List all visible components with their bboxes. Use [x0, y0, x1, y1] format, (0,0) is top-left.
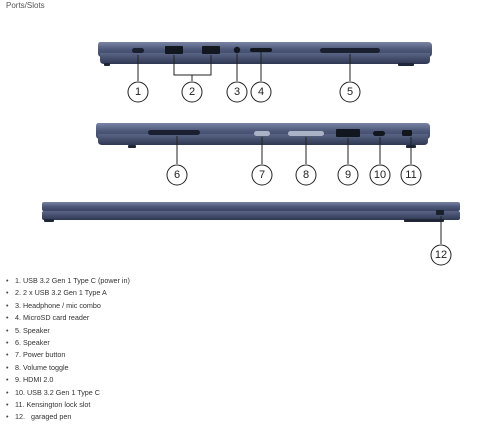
callout-10: 10 [374, 169, 386, 181]
callout-6: 6 [174, 169, 180, 181]
bullet-icon: • [6, 399, 9, 409]
hdmi-port-icon [336, 129, 360, 137]
right-side-view [96, 123, 430, 148]
kensington-lock-icon [402, 130, 412, 136]
usb-c-port-icon [132, 48, 144, 53]
volume-toggle-icon [288, 131, 324, 136]
legend-item: •3. Headphone / mic combo [6, 300, 130, 312]
headphone-jack-icon [233, 46, 241, 54]
bullet-icon: • [6, 337, 9, 347]
bullet-icon: • [6, 375, 9, 385]
legend-item: •10. USB 3.2 Gen 1 Type C [6, 387, 130, 399]
bullet-icon: • [6, 276, 9, 285]
usb-c-port-icon [373, 131, 385, 136]
bullet-icon: • [6, 362, 9, 372]
bullet-icon: • [6, 412, 9, 422]
bullet-icon: • [6, 350, 9, 360]
front-view [42, 202, 460, 222]
callout-7: 7 [259, 169, 265, 181]
callout-12: 12 [435, 249, 447, 261]
callout-11: 11 [405, 169, 416, 181]
power-button-icon [254, 131, 270, 136]
speaker-grille-icon [148, 130, 200, 135]
bullet-icon: • [6, 325, 9, 335]
callout-3: 3 [234, 86, 240, 98]
callout-8: 8 [303, 169, 309, 181]
page-title: Ports/Slots [6, 1, 45, 10]
callout-2: 2 [189, 86, 195, 98]
usb-a-port-icon-2 [202, 46, 220, 54]
bullet-icon: • [6, 313, 9, 323]
leader-lines [137, 52, 442, 244]
legend-item: •4. MicroSD card reader [6, 312, 130, 324]
callout-4: 4 [258, 86, 264, 98]
legend-item: •6. Speaker [6, 337, 130, 349]
callout-9: 9 [345, 169, 351, 181]
legend-item: •12. garaged pen [6, 411, 130, 423]
bullet-icon: • [6, 300, 9, 310]
usb-a-port-icon [165, 46, 183, 54]
legend-item: •2. 2 x USB 3.2 Gen 1 Type A [6, 287, 130, 299]
callout-5: 5 [347, 86, 353, 98]
bullet-icon: • [6, 288, 9, 298]
microsd-slot-icon [250, 48, 272, 52]
speaker-grille-icon [320, 48, 380, 53]
legend-item: •11. Kensington lock slot [6, 399, 130, 411]
bullet-icon: • [6, 387, 9, 397]
callout-markers [127, 81, 452, 266]
laptop-ports-diagram: 1 2 3 4 5 6 7 8 9 10 11 12 [42, 42, 460, 266]
garaged-pen-icon [436, 210, 444, 215]
legend-item: •9. HDMI 2.0 [6, 374, 130, 386]
ports-legend-list: •1. USB 3.2 Gen 1 Type C (power in) •2. … [6, 275, 130, 424]
callout-1: 1 [135, 86, 141, 98]
left-side-view [98, 42, 432, 66]
legend-item: •5. Speaker [6, 325, 130, 337]
legend-item: •8. Volume toggle [6, 362, 130, 374]
legend-item: •1. USB 3.2 Gen 1 Type C (power in) [6, 275, 130, 287]
legend-item: •7. Power button [6, 349, 130, 361]
